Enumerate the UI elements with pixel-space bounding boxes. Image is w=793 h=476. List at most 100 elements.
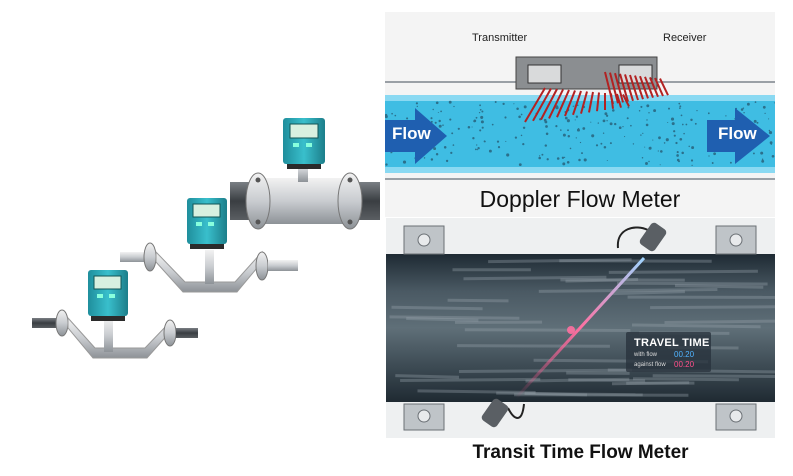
ultrasonic-beams — [524, 71, 669, 123]
particle — [480, 115, 484, 119]
particle — [618, 126, 622, 130]
flow-streak — [395, 374, 460, 379]
particle — [743, 112, 745, 114]
particle — [545, 132, 549, 136]
flow-streak — [650, 305, 775, 310]
flow-streak — [565, 277, 639, 283]
particle — [432, 108, 434, 111]
particle — [688, 145, 690, 148]
particle — [457, 127, 460, 130]
particle — [385, 163, 388, 166]
particle — [645, 162, 648, 165]
particle — [578, 158, 581, 162]
particle — [626, 117, 629, 120]
beam-line — [659, 78, 669, 96]
particle — [541, 153, 544, 156]
particle — [583, 158, 587, 162]
particle — [590, 121, 592, 123]
particle — [394, 114, 397, 117]
particle — [577, 128, 580, 130]
particle — [560, 129, 562, 131]
particle — [415, 102, 418, 105]
particle — [562, 133, 566, 137]
flow-streak — [464, 328, 631, 332]
particle — [562, 162, 566, 166]
particle — [612, 109, 615, 112]
particle — [496, 140, 500, 143]
particle — [676, 158, 680, 162]
particle — [561, 156, 565, 159]
lower-transducer — [481, 398, 525, 428]
particle — [567, 129, 569, 132]
particle — [481, 126, 484, 129]
flow-streak — [457, 344, 610, 348]
particle — [406, 117, 409, 120]
particle — [445, 159, 449, 163]
particle — [671, 122, 675, 126]
particle — [546, 158, 549, 161]
flow-streak — [406, 317, 479, 322]
particle — [678, 102, 681, 105]
beam-line — [616, 93, 622, 108]
particle — [385, 115, 388, 119]
flow-streak — [611, 381, 690, 386]
flow-streak — [652, 374, 775, 378]
particle — [742, 107, 745, 109]
particle — [690, 118, 693, 122]
particle — [605, 114, 609, 117]
particle — [480, 120, 484, 124]
particle — [452, 144, 455, 146]
transmitter-label: Transmitter — [472, 32, 528, 44]
particle — [494, 101, 497, 103]
particle — [663, 142, 666, 144]
particle — [652, 139, 654, 141]
particle — [472, 137, 475, 140]
particle — [545, 125, 548, 128]
particle — [679, 107, 681, 109]
particle — [606, 120, 608, 122]
travel-time-panel: TRAVEL TIME with flow 00.20 against flow… — [626, 332, 711, 372]
particle — [491, 123, 494, 126]
particle — [762, 105, 766, 109]
particle — [556, 157, 560, 160]
particle — [630, 124, 632, 127]
beam-line — [596, 92, 600, 112]
beam-line — [629, 74, 639, 101]
travel-time-title: TRAVEL TIME — [634, 337, 710, 349]
particle — [754, 101, 757, 103]
beam-line — [609, 72, 619, 104]
flow-streak — [400, 377, 541, 382]
particle — [402, 160, 407, 164]
particle — [622, 126, 624, 128]
particle — [497, 146, 501, 149]
particle — [640, 105, 643, 108]
particle — [609, 142, 612, 145]
particle — [476, 144, 478, 146]
particle — [667, 121, 669, 124]
particle — [725, 115, 727, 117]
particle — [659, 164, 661, 166]
particle — [555, 125, 558, 128]
particle — [681, 151, 684, 155]
particle — [539, 155, 541, 157]
flow-meters-illustration — [32, 118, 380, 359]
flow-streak — [631, 323, 761, 329]
particle — [479, 108, 482, 111]
beam-line — [619, 73, 629, 102]
particle — [756, 121, 759, 124]
particle — [657, 150, 659, 152]
particle — [581, 152, 583, 155]
flow-streak — [616, 281, 768, 286]
particle — [597, 122, 599, 124]
particle — [691, 164, 693, 167]
particle — [673, 130, 676, 133]
flow-streak — [568, 378, 646, 383]
beam-line — [649, 77, 659, 98]
particle — [683, 132, 685, 135]
particle — [518, 115, 521, 119]
particle — [522, 142, 525, 146]
beam-line — [634, 75, 644, 100]
particle — [523, 105, 527, 109]
doppler-diagram — [385, 12, 775, 217]
particle — [522, 126, 526, 130]
